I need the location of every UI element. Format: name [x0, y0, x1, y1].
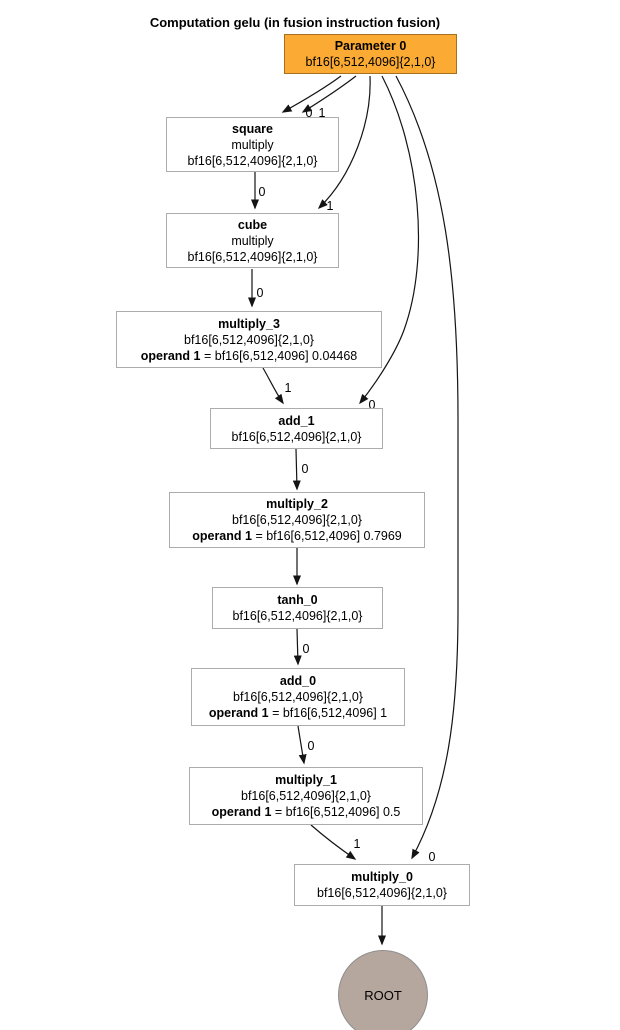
node-root: ROOT [338, 950, 428, 1030]
node-shape: bf16[6,512,4096]{2,1,0} [305, 55, 436, 69]
node-shape: bf16[6,512,4096]{2,1,0} [317, 886, 447, 900]
node-operand: operand 1 = bf16[6,512,4096] 0.7969 [192, 528, 402, 544]
node-title: multiply_1 [275, 773, 337, 787]
node-shape: bf16[6,512,4096]{2,1,0} [232, 609, 363, 623]
operand-value: = bf16[6,512,4096] 0.7969 [251, 529, 402, 543]
node-operand: operand 1 = bf16[6,512,4096] 0.5 [212, 804, 401, 820]
edge-label-square-to-cube: 0 [259, 185, 266, 199]
node-add-0: add_0 bf16[6,512,4096]{2,1,0} operand 1 … [191, 668, 405, 726]
edge-multiply3-to-add1 [262, 367, 284, 405]
node-parameter-0: Parameter 0 bf16[6,512,4096]{2,1,0} [284, 34, 457, 74]
node-op: multiply [231, 137, 274, 152]
edge-label-multiply1-to-multiply0: 1 [354, 837, 361, 851]
node-operand: operand 1 = bf16[6,512,4096] 1 [209, 705, 387, 721]
node-shape: bf16[6,512,4096]{2,1,0} [231, 429, 362, 444]
edge-label-multiply3-to-add1: 1 [285, 381, 292, 395]
operand-value: = bf16[6,512,4096] 1 [268, 706, 388, 720]
node-multiply-2: multiply_2 bf16[6,512,4096]{2,1,0} opera… [169, 492, 425, 548]
node-square: square multiply bf16[6,512,4096]{2,1,0} [166, 117, 339, 172]
edge-param0-to-cube [317, 75, 371, 210]
edge-param0-to-multiply0 [395, 75, 459, 860]
node-shape: bf16[6,512,4096]{2,1,0} [184, 332, 314, 347]
edge-label-cube-to-multiply3: 0 [257, 286, 264, 300]
node-multiply-1: multiply_1 bf16[6,512,4096]{2,1,0} opera… [189, 767, 423, 825]
node-title: square [232, 121, 273, 136]
edge-label-add1-to-multiply2: 0 [302, 462, 309, 476]
edge-label-tanh0-to-add0: 0 [303, 642, 310, 656]
node-add-1: add_1 bf16[6,512,4096]{2,1,0} [210, 408, 383, 449]
node-title: cube [237, 217, 268, 232]
edge-label-param0-to-cube: 1 [327, 199, 334, 213]
edge-add1-to-multiply2 [292, 448, 301, 491]
operand-value: = bf16[6,512,4096] 0.04468 [200, 348, 358, 363]
edge-multiply1-to-multiply0 [310, 824, 357, 860]
node-multiply-0: multiply_0 bf16[6,512,4096]{2,1,0} [294, 864, 470, 906]
node-title: multiply_2 [266, 497, 328, 511]
operand-value: = bf16[6,512,4096] 0.5 [271, 805, 401, 819]
node-multiply-3: multiply_3 bf16[6,512,4096]{2,1,0} opera… [116, 311, 382, 368]
node-cube: cube multiply bf16[6,512,4096]{2,1,0} [166, 213, 339, 268]
operand-label: operand 1 [208, 706, 269, 720]
edge-param0-to-add1 [359, 75, 420, 405]
edge-label-param0-to-square: 0 [306, 106, 313, 120]
root-label: ROOT [364, 987, 402, 1003]
edge-label-param0-to-square: 1 [319, 106, 326, 120]
node-shape: bf16[6,512,4096]{2,1,0} [241, 789, 371, 803]
graph-title: Computation gelu (in fusion instruction … [149, 15, 441, 30]
edge-tanh0-to-add0 [293, 628, 302, 666]
node-title: add_0 [279, 674, 317, 688]
edge-param0-to-square [301, 75, 357, 113]
edge-label-add0-to-multiply1: 0 [308, 739, 315, 753]
node-shape: bf16[6,512,4096]{2,1,0} [233, 690, 363, 704]
operand-label: operand 1 [211, 805, 272, 819]
node-title: multiply_3 [218, 316, 280, 331]
node-title: Parameter 0 [334, 39, 407, 53]
node-operand: operand 1 = bf16[6,512,4096] 0.04468 [141, 348, 358, 364]
node-shape: bf16[6,512,4096]{2,1,0} [187, 153, 318, 168]
node-shape: bf16[6,512,4096]{2,1,0} [187, 249, 318, 264]
node-tanh-0: tanh_0 bf16[6,512,4096]{2,1,0} [212, 587, 383, 629]
edge-add0-to-multiply1 [297, 725, 307, 765]
edge-param0-to-square [281, 75, 342, 113]
node-title: tanh_0 [277, 593, 318, 607]
edge-label-param0-to-multiply0: 0 [429, 850, 436, 864]
operand-label: operand 1 [192, 529, 252, 543]
edge-label-param0-to-add1: 0 [369, 398, 376, 412]
node-title: add_1 [278, 413, 315, 428]
operand-label: operand 1 [140, 348, 201, 363]
node-shape: bf16[6,512,4096]{2,1,0} [232, 513, 362, 527]
node-op: multiply [231, 233, 274, 248]
node-title: multiply_0 [351, 870, 413, 884]
